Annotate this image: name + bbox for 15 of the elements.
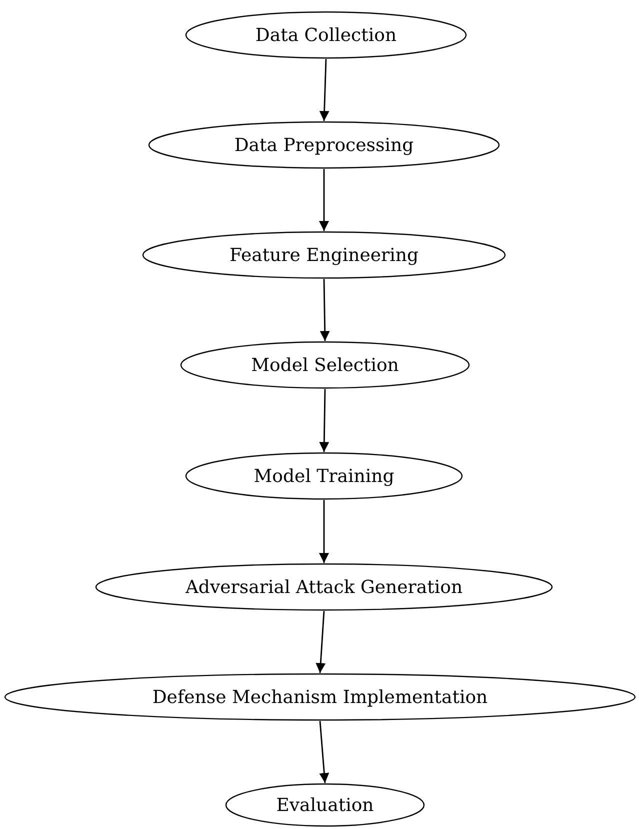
node-label: Evaluation bbox=[276, 794, 374, 816]
arrow bbox=[316, 610, 326, 674]
arrow bbox=[320, 278, 330, 342]
node-label: Feature Engineering bbox=[229, 244, 419, 266]
arrow bbox=[319, 58, 330, 122]
arrow bbox=[319, 169, 329, 231]
node-label: Data Collection bbox=[255, 24, 397, 46]
node-label: Defense Mechanism Implementation bbox=[152, 686, 488, 708]
node-label: Model Training bbox=[254, 466, 394, 486]
node-label: Adversarial Attack Generation bbox=[185, 576, 463, 598]
arrow bbox=[319, 720, 330, 784]
arrow bbox=[319, 500, 329, 563]
arrow bbox=[319, 388, 330, 452]
node-label: Data Preprocessing bbox=[234, 134, 414, 156]
node-label: Model Selection bbox=[251, 354, 399, 376]
